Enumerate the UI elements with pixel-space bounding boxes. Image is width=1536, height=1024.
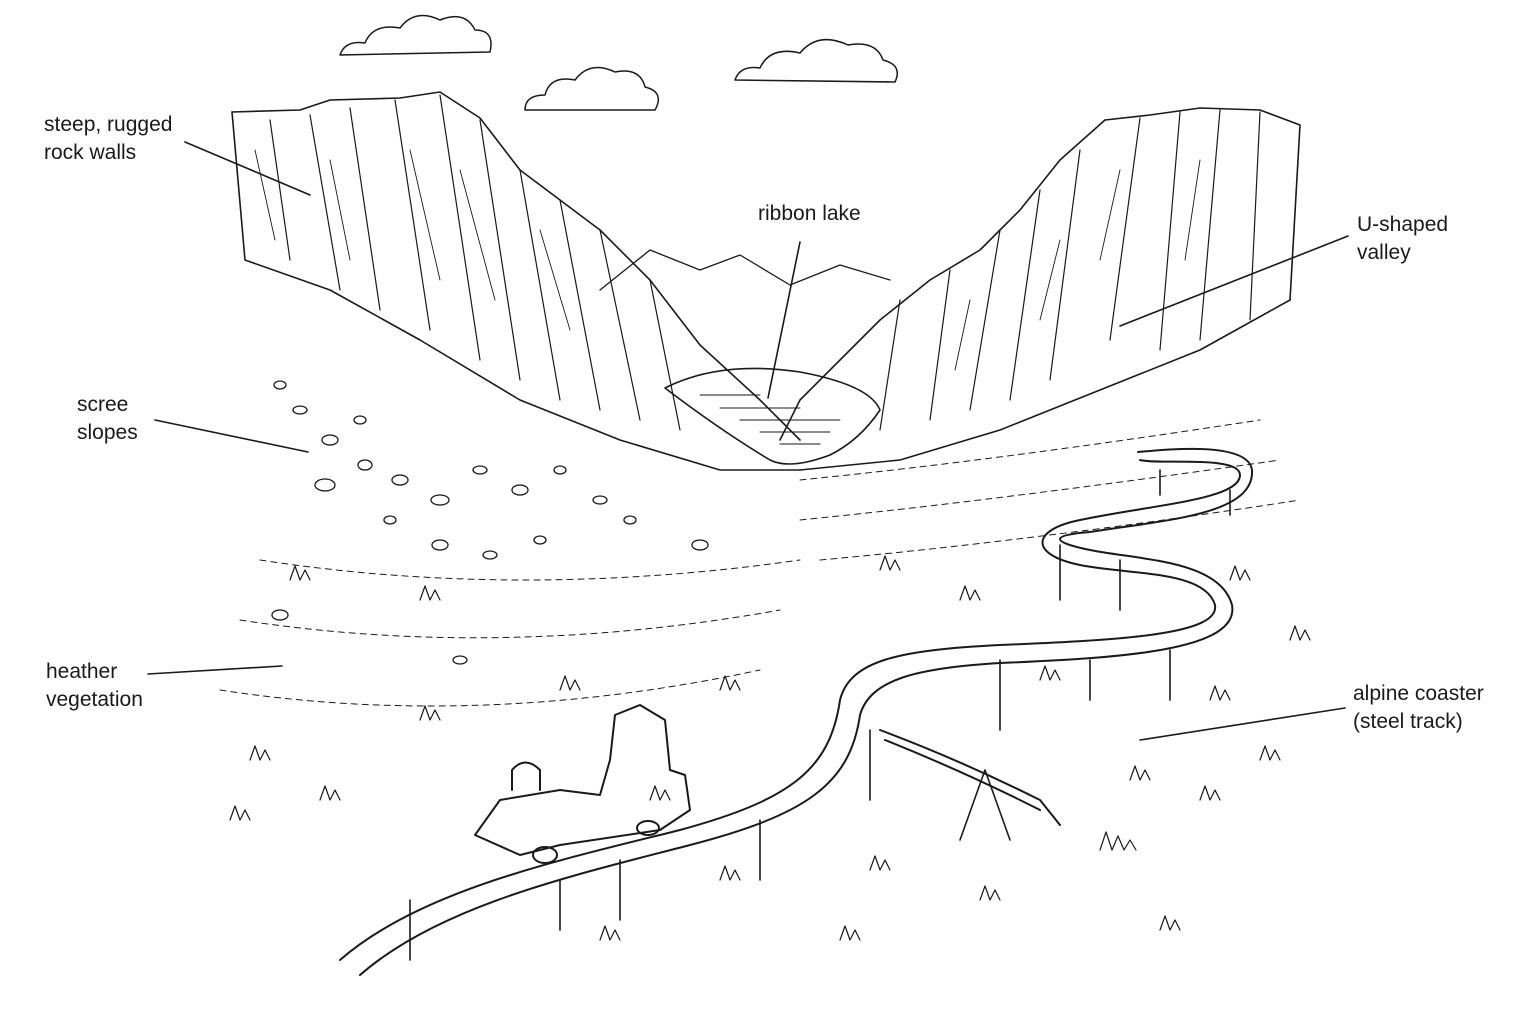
leader-ribbon-lake [767,241,801,399]
track-support [409,469,1231,961]
scree-stones [271,380,709,665]
right-rock-wall [779,107,1301,471]
ribbon-lake [664,367,881,465]
coaster-cart [474,704,691,864]
leader-rock-walls [184,141,311,196]
valley-floor [219,419,1301,707]
label-rock-walls: steep, rugged rock walls [44,113,173,164]
label-ribbon-lake: ribbon lake [758,202,861,225]
distant-ridge [599,249,891,291]
leader-lines [147,141,1349,741]
leader-scree [154,419,309,453]
track-rail-outer [339,459,1241,961]
coaster-track [339,447,1254,976]
leader-u-valley [1119,235,1349,327]
label-scree-slopes: scree slopes [77,393,138,444]
heather-tufts [229,555,1311,941]
track-rail-inner [359,447,1254,976]
leader-heather [147,665,283,675]
label-alpine-coaster: alpine coaster (steel track) [1353,682,1484,733]
track-branch [879,729,1061,826]
leader-coaster [1139,707,1346,741]
cloud-left [339,14,492,56]
label-u-shaped-valley: U-shaped valley [1357,213,1449,264]
cloud-center [524,66,660,111]
label-heather-vegetation: heather vegetation [46,660,143,711]
cloud-right [734,38,898,83]
clouds [339,14,898,111]
left-rock-wall [231,91,801,471]
